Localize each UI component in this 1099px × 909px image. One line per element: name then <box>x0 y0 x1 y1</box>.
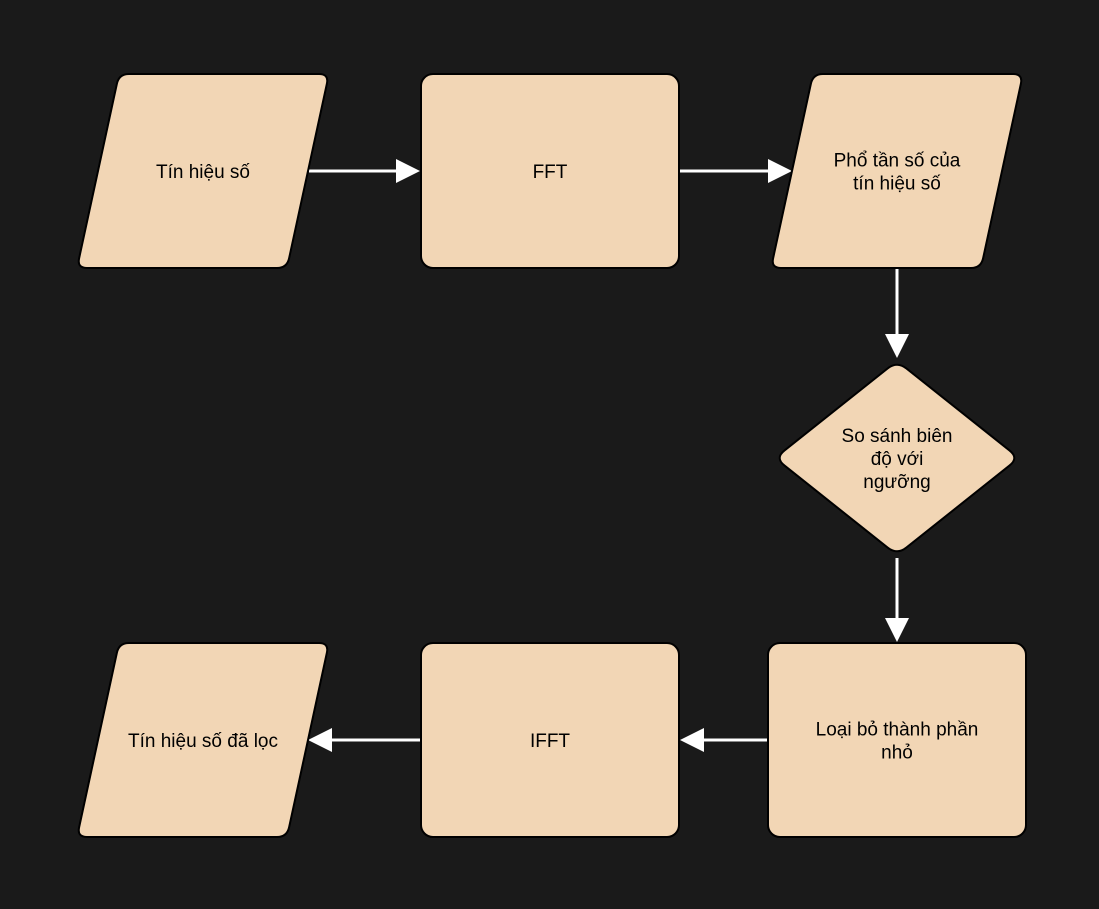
node-signal-in: Tín hiệu số <box>77 73 329 269</box>
edge-spectrum-to-compare <box>885 269 909 358</box>
arrowhead-icon <box>768 159 792 183</box>
node-signal-out: Tín hiệu số đã lọc <box>77 642 329 838</box>
node-ifft: IFFT <box>420 642 680 838</box>
edges-layer <box>308 159 909 752</box>
spectrum-label-line-1: Phổ tần số của <box>834 151 961 172</box>
compare-label-line-2: độ với <box>871 449 924 470</box>
node-fft: FFT <box>420 73 680 269</box>
spectrum-label-line-2: tín hiệu số <box>853 174 941 195</box>
edge-compare-to-remove <box>885 558 909 642</box>
arrowhead-icon <box>885 618 909 642</box>
fft-rectangle <box>420 73 680 269</box>
arrowhead-icon <box>308 728 332 752</box>
arrowhead-icon <box>396 159 420 183</box>
signal-out-label-line-1: Tín hiệu số đã lọc <box>128 731 278 752</box>
edge-remove-to-ifft <box>680 728 767 752</box>
edge-ifft-to-signal-out <box>308 728 420 752</box>
remove-rectangle <box>767 642 1027 838</box>
spectrum-parallelogram <box>771 73 1023 269</box>
fft-label-line-1: FFT <box>533 162 568 183</box>
remove-label-line-2: nhỏ <box>881 743 913 764</box>
compare-label-line-3: ngưỡng <box>863 472 930 493</box>
ifft-rectangle <box>420 642 680 838</box>
arrowhead-icon <box>885 334 909 358</box>
edge-signal-in-to-fft <box>309 159 420 183</box>
edge-fft-to-spectrum <box>680 159 792 183</box>
signal-in-parallelogram <box>77 73 329 269</box>
remove-label-line-1: Loại bỏ thành phần <box>816 720 979 741</box>
compare-label-line-1: So sánh biên <box>842 426 953 447</box>
compare-diamond <box>778 363 1016 553</box>
arrowhead-icon <box>680 728 704 752</box>
ifft-label-line-1: IFFT <box>530 731 570 752</box>
signal-out-parallelogram <box>77 642 329 838</box>
signal-in-label-line-1: Tín hiệu số <box>156 162 250 183</box>
